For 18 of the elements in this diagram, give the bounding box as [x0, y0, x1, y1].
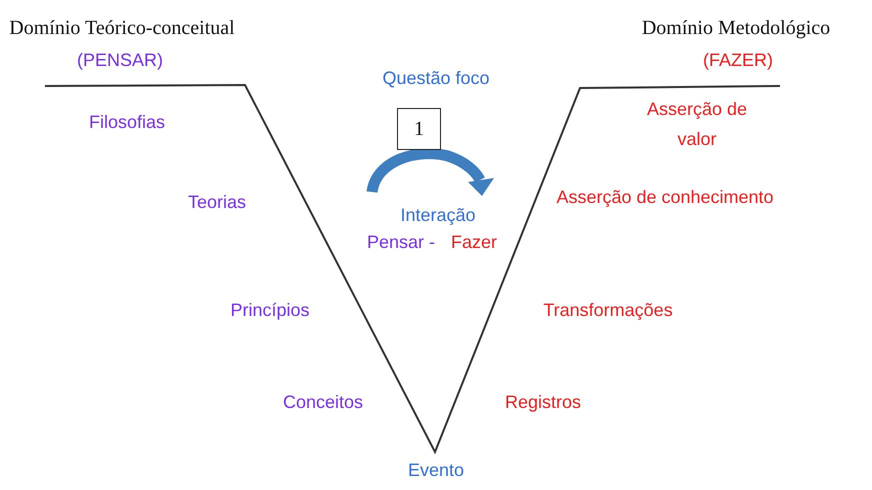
v-label: (FAZER) [703, 49, 773, 71]
v-label: Filosofias [88, 111, 166, 133]
step-number-box: 1 [397, 108, 441, 150]
v-label: Registros [504, 391, 582, 413]
v-label: Interação [400, 204, 476, 226]
v-label: Pensar - [366, 231, 436, 253]
v-label: Evento [408, 459, 464, 481]
v-label: Transformações [543, 299, 673, 321]
v-label: Teorias [188, 191, 246, 213]
v-label: Asserção de conhecimento [555, 186, 775, 209]
v-label: Fazer [451, 231, 497, 253]
v-label: Conceitos [282, 391, 364, 413]
v-label: Asserção de valor [646, 98, 748, 151]
v-label: Questão foco [382, 67, 490, 89]
domain-heading: Domínio Teórico-conceitual [9, 17, 235, 39]
v-label: Princípios [230, 299, 310, 321]
domain-heading: Domínio Metodológico [642, 17, 830, 39]
v-label: (PENSAR) [77, 49, 163, 71]
